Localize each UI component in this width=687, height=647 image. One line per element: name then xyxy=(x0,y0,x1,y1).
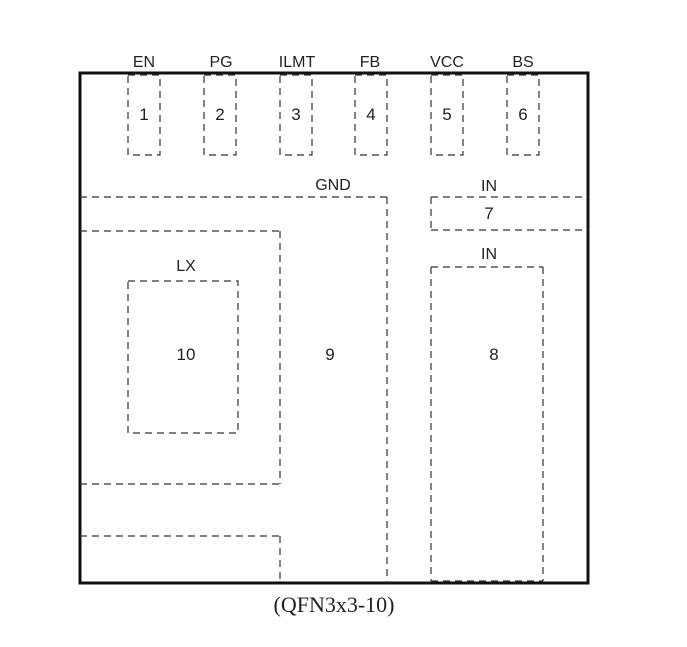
pin-pad-3 xyxy=(279,74,313,156)
pad-number-9: 9 xyxy=(325,345,334,364)
gnd-label: GND xyxy=(315,177,351,194)
pin-number-2: 2 xyxy=(215,105,224,124)
lx-pad-10 xyxy=(127,280,239,434)
pin-pad-2 xyxy=(203,74,237,156)
pin-number-1: 1 xyxy=(139,105,148,124)
pin-label-ilmt: ILMT xyxy=(279,54,316,71)
pin-pad-6 xyxy=(506,74,540,156)
pin-label-vcc: VCC xyxy=(430,54,464,71)
pin-label-fb: FB xyxy=(360,54,380,71)
pad-number-7: 7 xyxy=(484,204,493,223)
pin-pad-1 xyxy=(127,74,161,156)
gnd-region-outline xyxy=(80,196,388,583)
in-pad-8-outline xyxy=(430,266,544,582)
in-label-top: IN xyxy=(481,178,497,195)
pin-pad-5 xyxy=(430,74,464,156)
lx-label: LX xyxy=(176,258,196,275)
pin-number-3: 3 xyxy=(291,105,300,124)
pin-number-5: 5 xyxy=(442,105,451,124)
pin-label-en: EN xyxy=(133,54,155,71)
package-body-outline xyxy=(78,71,590,585)
in-label-main: IN xyxy=(481,246,497,263)
pin-number-6: 6 xyxy=(518,105,527,124)
pad-number-10: 10 xyxy=(177,345,196,364)
in-pad-7-outline xyxy=(430,196,588,231)
pad-number-8: 8 xyxy=(489,345,498,364)
package-caption: (QFN3x3-10) xyxy=(274,592,395,617)
pin-number-4: 4 xyxy=(366,105,375,124)
pin-pad-4 xyxy=(354,74,388,156)
pin-label-bs: BS xyxy=(512,54,533,71)
pin-label-pg: PG xyxy=(209,54,232,71)
